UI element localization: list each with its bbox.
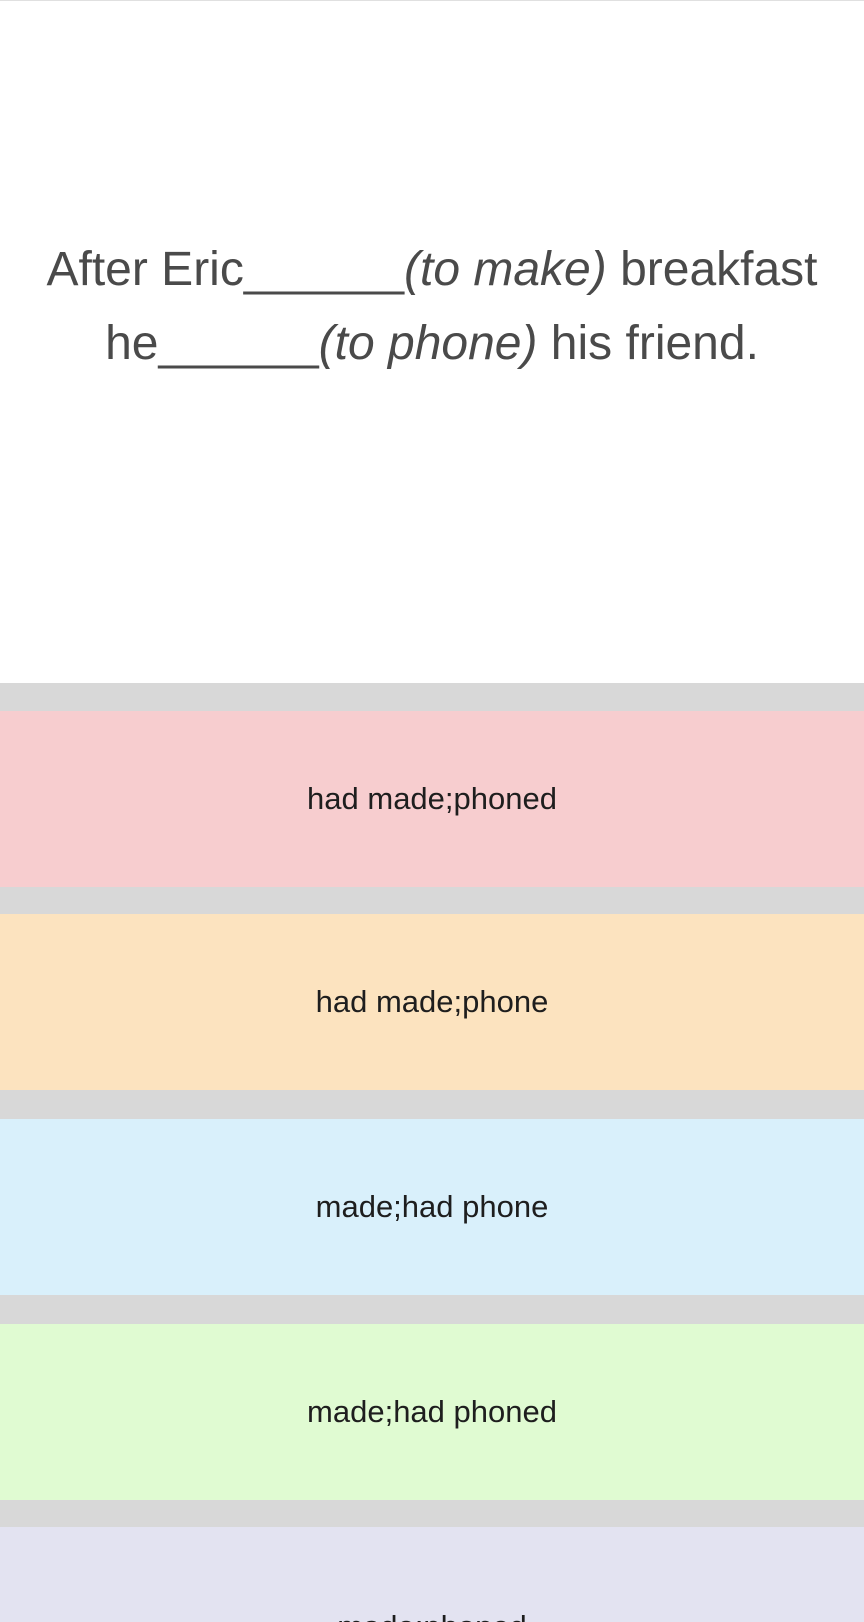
question-part-2: breakfast he xyxy=(105,243,818,370)
answer-option-4[interactable]: made;had phoned xyxy=(0,1324,864,1500)
answer-option-5[interactable]: made;phoned xyxy=(0,1527,864,1622)
answer-option-label: made;had phone xyxy=(315,1189,549,1224)
question-text: After Eric______(to make) breakfast he__… xyxy=(20,233,844,381)
question-hint-1: (to make) xyxy=(404,243,607,296)
answer-option-1[interactable]: had made;phoned xyxy=(0,711,864,887)
answer-option-label: had made;phoned xyxy=(307,781,557,816)
question-part-3: his friend. xyxy=(537,317,759,370)
answer-option-3[interactable]: made;had phone xyxy=(0,1119,864,1295)
question-part-1: After Eric xyxy=(46,243,244,296)
answer-option-label: made;phoned xyxy=(337,1609,527,1622)
question-hint-2: (to phone) xyxy=(318,317,538,370)
question-blank-2: ______ xyxy=(158,317,319,370)
answer-option-2[interactable]: had made;phone xyxy=(0,914,864,1090)
answer-option-label: had made;phone xyxy=(315,984,549,1019)
question-panel: After Eric______(to make) breakfast he__… xyxy=(0,0,864,683)
answer-option-label: made;had phoned xyxy=(307,1394,557,1429)
question-blank-1: ______ xyxy=(243,243,405,296)
